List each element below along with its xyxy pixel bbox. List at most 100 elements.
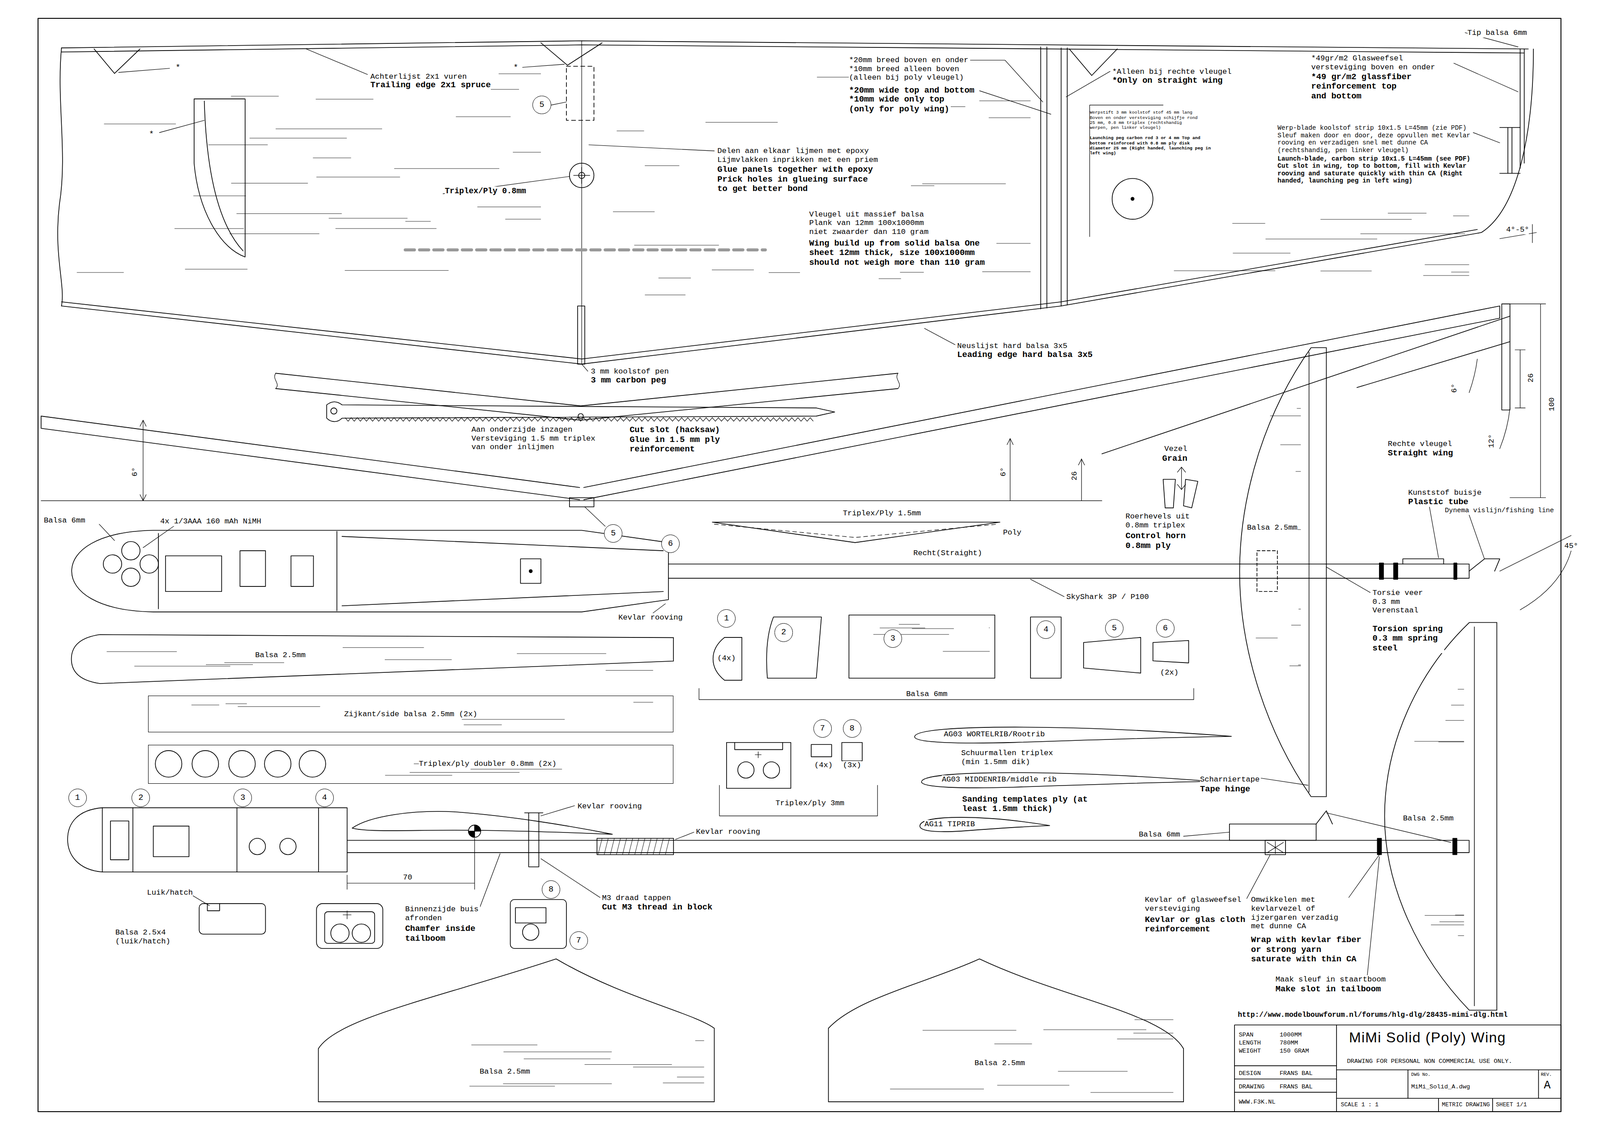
part-label: AG11 TIPRIB xyxy=(924,820,975,830)
plan-line xyxy=(659,838,664,855)
plan-line xyxy=(409,772,520,773)
annotation: *20mm breed boven en onder xyxy=(848,55,969,65)
plan-line xyxy=(61,44,1524,53)
plan-line xyxy=(610,838,615,855)
plan-line xyxy=(1402,558,1444,564)
plan-line xyxy=(633,702,654,703)
plan-line xyxy=(1469,358,1511,449)
plan-line xyxy=(634,245,719,246)
plan-line xyxy=(1320,219,1412,220)
annotation: Kevlar rooving xyxy=(577,802,643,812)
annotation: Binnenzijde buis afronden xyxy=(404,905,480,923)
plan-line xyxy=(1112,178,1154,220)
plan-line xyxy=(121,568,141,587)
plan-line xyxy=(911,628,954,630)
plan-line xyxy=(1163,479,1199,508)
callout-text: 4 xyxy=(322,793,328,803)
plan-line xyxy=(385,775,453,776)
plan-line xyxy=(898,624,920,625)
part-outline-path xyxy=(914,727,1232,744)
plan-line xyxy=(755,751,762,758)
plan-line xyxy=(712,522,1000,543)
plan-line xyxy=(768,272,800,273)
annotation: Achterlijst 2x1 vuren xyxy=(370,72,467,82)
part-outline: Triplex/ply doubler 0.8mm (2x) xyxy=(148,744,674,784)
annotation: http://www.modelbouwforum.nl/forums/hlg-… xyxy=(1237,1011,1508,1020)
plan-line xyxy=(719,785,878,816)
plan-line xyxy=(1043,1029,1147,1030)
plan-line xyxy=(326,401,835,422)
callout-number: 6 xyxy=(1156,619,1175,638)
plan-line xyxy=(185,268,248,270)
annotation: DRAWING xyxy=(1238,1083,1265,1091)
part-outline-path xyxy=(1239,348,1327,797)
part-shape xyxy=(826,957,1186,1104)
part-outline: Balsa 2.5mm xyxy=(69,632,677,686)
plan-line xyxy=(942,651,990,652)
plan-line xyxy=(1438,741,1464,743)
plan-line xyxy=(711,269,754,271)
plan-line xyxy=(766,617,822,679)
plan-line xyxy=(878,278,902,279)
plan-line xyxy=(1255,638,1278,639)
part-label: Triplex/ply doubler 0.8mm (2x) xyxy=(418,759,557,769)
plan-line xyxy=(584,1064,672,1065)
annotation: DWG No. xyxy=(1411,1072,1431,1078)
plan-line xyxy=(352,923,371,943)
annotation: Torsion spring 0.3 mm spring steel xyxy=(1372,624,1444,654)
annotation: Plastic tube xyxy=(1408,497,1469,508)
plan-line xyxy=(1177,467,1186,490)
plan-line xyxy=(1090,1092,1174,1094)
plan-line xyxy=(1451,272,1469,273)
callout-number: 2 xyxy=(131,788,150,808)
plan-line xyxy=(505,218,541,220)
plan-line xyxy=(477,206,541,208)
plan-line xyxy=(604,838,609,855)
callout-text: 7 xyxy=(820,723,826,734)
plan-line xyxy=(899,272,924,273)
annotation: Kevlar of glasweefsel versteviging xyxy=(1144,895,1243,914)
plan-line xyxy=(1280,444,1302,446)
plan-line xyxy=(737,761,754,779)
annotation: LENGTH xyxy=(1238,1039,1261,1047)
plan-line xyxy=(584,506,606,527)
annotation: *Only on straight wing xyxy=(1112,76,1223,86)
part-outline-path xyxy=(919,817,1051,833)
annotation: (3x) xyxy=(842,761,862,771)
plan-line xyxy=(676,1076,705,1078)
plan-line xyxy=(61,48,1534,364)
annotation: WWW.F3K.NL xyxy=(1238,1098,1276,1107)
plan-line xyxy=(121,541,141,561)
part-outline-path xyxy=(828,959,1184,1103)
plan-line xyxy=(1445,720,1465,721)
plan-line xyxy=(1316,810,1333,825)
part-label: Balsa 2.5mm xyxy=(1246,523,1298,533)
plan-line xyxy=(230,96,279,97)
annotation: Werp-blade koolstof strip 10x1.5 L=45mm … xyxy=(1277,124,1472,154)
callout-number: 7 xyxy=(813,719,832,738)
part-outline: Zijkant/side balsa 2.5mm (2x) xyxy=(148,695,674,733)
plan-lines xyxy=(38,18,1572,1112)
plan-line xyxy=(1469,558,1500,571)
annotation: 70 xyxy=(403,873,413,883)
annotation: (4x) xyxy=(814,761,833,771)
callout-number: 1 xyxy=(68,788,87,808)
callout-text: 4 xyxy=(1043,625,1049,635)
plan-line xyxy=(224,662,285,664)
plan-line xyxy=(665,838,670,855)
plan-line xyxy=(229,233,320,235)
callout-text: 6 xyxy=(1162,623,1168,634)
plan-line xyxy=(341,536,664,606)
part-label: Balsa 2.5mm xyxy=(1403,814,1454,824)
part-outline-path xyxy=(71,634,674,684)
plan-line xyxy=(188,805,694,908)
annotation: Control horn 0.8mm ply xyxy=(1125,531,1188,551)
plan-line xyxy=(1377,838,1382,855)
annotation: 150 GRAM xyxy=(1279,1047,1310,1056)
annotation: *20mm wide top and bottom xyxy=(848,85,975,96)
plan-line xyxy=(540,42,603,66)
plan-line xyxy=(461,719,565,720)
callout-text: 5 xyxy=(539,100,545,110)
annotation: Triplex/Ply 0.8mm xyxy=(444,186,526,196)
callout-number: 3 xyxy=(883,629,903,648)
